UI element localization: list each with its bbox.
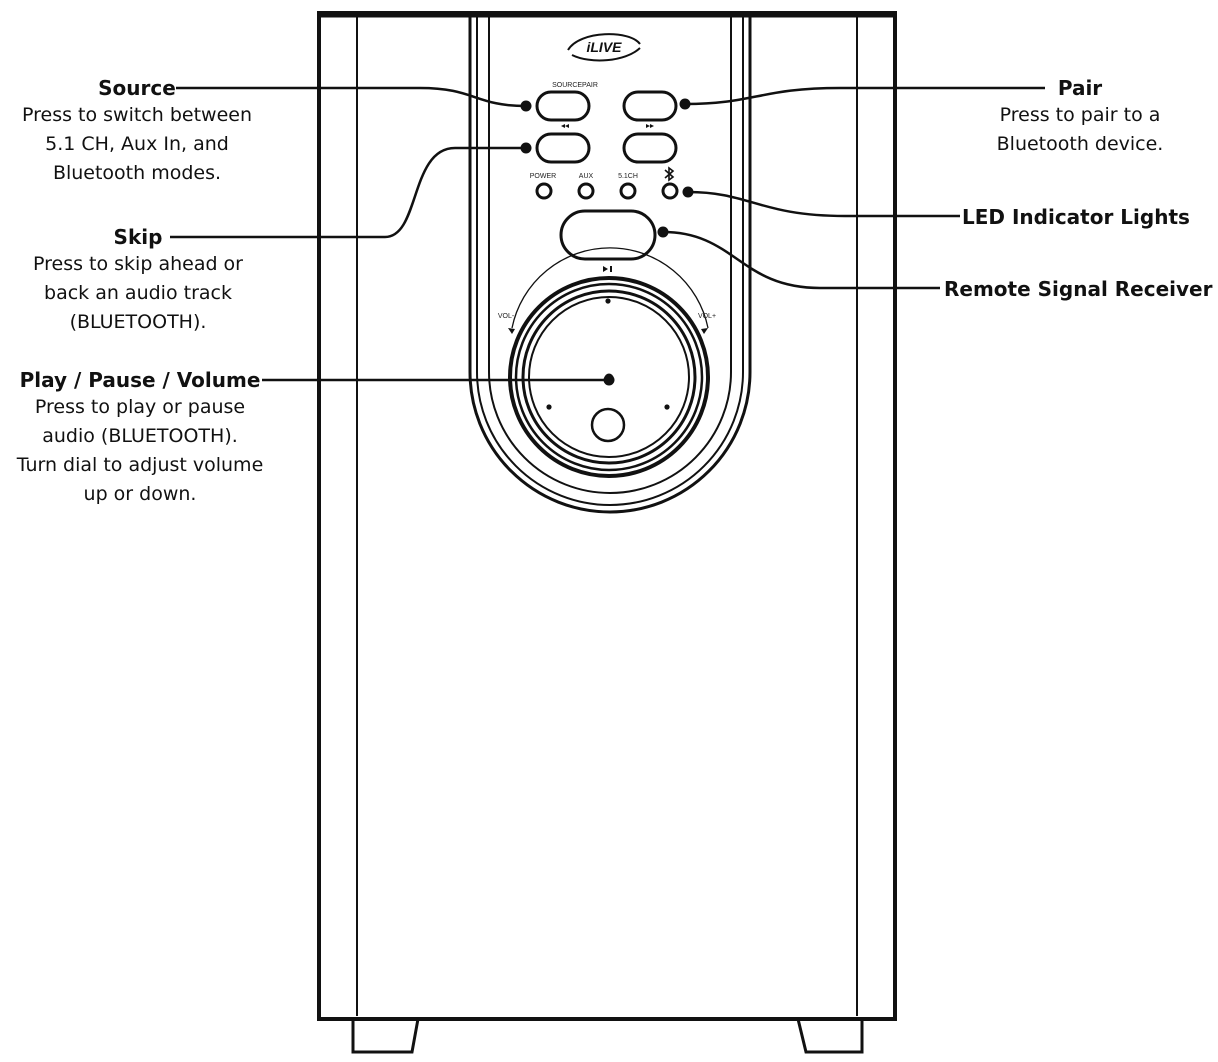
skip-desc-line: (BLUETOOTH). [69,311,207,333]
volume-dial-group: VOL- VOL+ [498,247,716,478]
skip-callout: Skip Press to skip ahead or back an audi… [0,224,276,337]
power-led [535,182,553,200]
dial-outer-ring [508,276,710,478]
skip-forward-button[interactable] [622,132,678,164]
led-callout-title: LED Indicator Lights [962,205,1190,229]
led-leader-line [687,190,960,218]
source-pair-label: SOURCEPAIR [552,82,598,89]
skip-back-icon [561,124,569,128]
play-desc-line: Press to play or pause [34,396,246,418]
bluetooth-icon [664,166,675,182]
play-desc-line: Turn dial to adjust volume [16,454,264,476]
bluetooth-led [661,182,679,200]
remote-receiver-window [559,209,657,261]
play-callout-desc: Press to play or pause audio (BLUETOOTH)… [0,393,280,509]
vol-plus-arrow [701,328,708,334]
skip-callout-desc: Press to skip ahead or back an audio tra… [0,250,276,337]
panel-mid-edge [476,15,744,506]
pair-callout: Pair Press to pair to a Bluetooth device… [955,75,1205,159]
left-foot [351,1018,420,1054]
vol-plus-label: VOL+ [698,313,716,320]
skip-back-button[interactable] [535,132,591,164]
source-button[interactable] [535,90,591,122]
speaker-cabinet [317,11,897,1054]
remote-leader-line [662,230,940,290]
dial-ring-2 [514,282,704,472]
pair-callout-desc: Press to pair to a Bluetooth device. [955,101,1205,159]
panel-inner-edge [488,15,732,494]
play-pause-icon [603,266,612,272]
led-leader-dot [682,186,694,198]
skip-desc-line: back an audio track [44,282,232,304]
control-panel [468,15,752,514]
skip-desc-line: Press to skip ahead or [33,253,243,275]
source-desc-line: 5.1 CH, Aux In, and [45,133,229,155]
skip-callout-title: Skip [113,225,163,249]
dial-top-dot [605,298,611,304]
vol-minus-arrow [508,328,515,334]
source-desc-line: Press to switch between [21,104,252,126]
pair-callout-title: Pair [1057,76,1103,100]
cabinet-outline [317,11,897,1021]
pair-desc-line: Bluetooth device. [996,133,1164,155]
source-desc-line: Bluetooth modes. [52,162,222,184]
pair-desc-line: Press to pair to a [999,104,1161,126]
source-leader-line [176,86,527,108]
panel-outer-edge [468,15,752,514]
source-callout: Source Press to switch between 5.1 CH, A… [0,75,274,188]
play-pause-volume-dial[interactable] [528,296,690,458]
play-callout-title: Play / Pause / Volume [19,368,261,392]
aux-led-label: AUX [579,173,594,180]
dial-arc-scale [511,247,709,329]
play-callout: Play / Pause / Volume Press to play or p… [0,367,280,509]
skip-leader-line [170,146,526,239]
source-callout-title: Source [98,76,176,100]
play-desc-line: audio (BLUETOOTH). [42,425,238,447]
play-desc-line: up or down. [83,483,197,505]
skip-forward-icon [646,124,654,128]
led-callout: LED Indicator Lights [962,204,1198,230]
skip-leader-dot [520,142,532,154]
logo-text: iLIVE [586,39,622,55]
play-leader-dot [603,374,615,386]
power-led-label: POWER [530,173,556,180]
dial-ring-3 [521,289,697,465]
dial-knob [590,407,626,443]
five-one-ch-led [619,182,637,200]
pair-leader-line [684,86,1045,106]
dial-left-dot [546,404,552,410]
remote-callout: Remote Signal Receiver [944,276,1216,302]
remote-leader-dot [657,226,669,238]
logo-swoosh-lower [571,47,641,62]
five-one-ch-led-label: 5.1CH [618,173,638,180]
right-foot [796,1018,864,1054]
pair-button[interactable] [622,90,678,122]
aux-led [577,182,595,200]
pair-leader-dot [679,98,691,110]
source-leader-dot [520,100,532,112]
logo-swoosh [567,33,641,51]
remote-callout-title: Remote Signal Receiver [944,277,1213,301]
brand-logo: iLIVE [567,33,641,62]
dial-right-dot [664,404,670,410]
vol-minus-label: VOL- [498,313,515,320]
source-callout-desc: Press to switch between 5.1 CH, Aux In, … [0,101,274,188]
